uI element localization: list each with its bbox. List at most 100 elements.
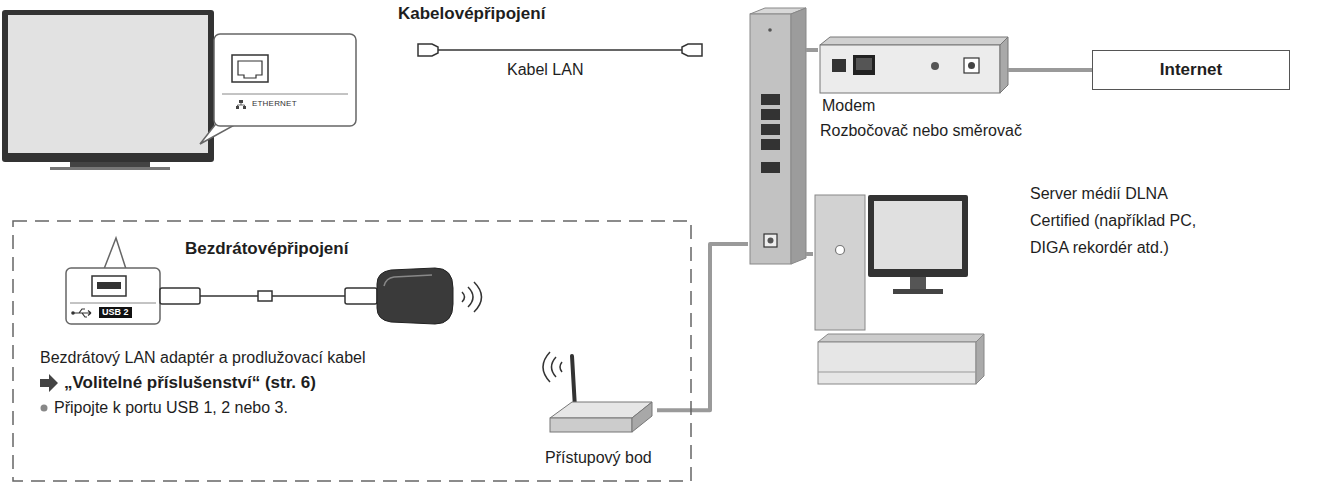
node-label: Server médií DLNA Certified (například P… (1030, 180, 1230, 261)
usb-callout (66, 238, 160, 324)
network-cable (806, 48, 818, 52)
network-cable (806, 252, 813, 256)
modem-part (820, 37, 1008, 45)
dlna-server-devices-part (893, 289, 943, 294)
lan-cable (418, 44, 702, 56)
network-cable (1008, 68, 1092, 72)
wireless-lan-adapter-part (377, 268, 453, 324)
dlna-server-devices-part (818, 342, 976, 384)
hub-router-part (761, 94, 780, 105)
network-cable (657, 244, 748, 410)
hub-router-part (761, 124, 780, 135)
modem-part (968, 62, 975, 69)
dlna-server-devices-part (818, 372, 976, 373)
ethernet-callout-part (214, 34, 356, 126)
lan-cable-part (418, 44, 438, 56)
ethernet-callout-part (238, 61, 262, 78)
tv-set-part (70, 162, 150, 167)
hub-router-part (761, 109, 780, 120)
node-text: „Volitelné příslušenství“ (str. 6) (64, 373, 484, 393)
wireless-lan-adapter-part (258, 291, 272, 301)
ethernet-callout-part (236, 106, 239, 109)
modem-part (832, 59, 846, 72)
wireless-lan-adapter-part (462, 282, 482, 312)
lan-cable-part (438, 49, 682, 51)
access-point-part (632, 402, 652, 432)
hub-router-device: Rozbočovač nebo směrovač (748, 8, 806, 266)
modem-part (931, 62, 939, 70)
reference-arrow (40, 374, 58, 392)
usb-callout-part (97, 282, 121, 289)
usb-callout-part (71, 311, 75, 315)
access-point (543, 352, 652, 432)
bullet-dot (41, 405, 48, 412)
internet-box: Internet (1092, 50, 1290, 90)
dlna-server-devices (815, 195, 984, 384)
wireless-lan-adapter-part (272, 295, 345, 297)
wireless-lan-adapter-part (345, 288, 377, 304)
dlna-server-devices-part (874, 201, 962, 269)
access-point-device: Přístupový bod (545, 350, 657, 436)
ethernet-callout (200, 34, 356, 144)
hub-router-part (761, 162, 780, 173)
hub-router-part (768, 28, 772, 32)
port-name: ETHERNET (252, 99, 297, 109)
usb-callout-part (66, 268, 160, 324)
port-name: USB 2 (99, 307, 132, 318)
node-label: Přístupový bod (545, 448, 685, 468)
cable-label: Kabel LAN (507, 60, 584, 80)
dlna-server-devices-part (815, 195, 865, 330)
tv-set-part (8, 15, 208, 153)
wireless-lan-adapter-part (384, 275, 432, 286)
ethernet-callout-part (232, 55, 268, 82)
hub-router-part (761, 139, 780, 150)
wireless-lan-adapter (160, 268, 482, 324)
hub-router (750, 8, 806, 264)
tv-set (2, 10, 214, 170)
hub-router-part (750, 14, 791, 264)
connection-heading: Kabelovépřipojení (398, 4, 545, 24)
usb-callout-part (92, 276, 126, 296)
dlna-server-devices-part (976, 334, 984, 384)
lan-cable-part (682, 44, 702, 56)
modem-device: Modem (818, 36, 1008, 94)
dlna-server-device: Server médií DLNA Certified (například P… (813, 193, 985, 393)
modem-part (964, 58, 979, 73)
tv-set-part (2, 10, 214, 162)
node-text: Připojte k portu USB 1, 2 nebo 3. (54, 398, 474, 418)
node-label: Bezdrátovépřipojení (185, 239, 445, 259)
node-text: Bezdrátový LAN adaptér a prodlužovací ka… (40, 348, 460, 368)
ethernet-callout-part (222, 94, 348, 95)
hub-router-part (791, 8, 806, 264)
access-point-part (543, 352, 562, 382)
hub-router-part (768, 238, 774, 244)
ethernet-callout-part (238, 103, 245, 106)
wireless-lan-adapter-part (200, 295, 258, 297)
dlna-server-devices-part (818, 334, 984, 342)
wireless-lan-adapter-part (160, 288, 200, 304)
dlna-server-devices-part (910, 277, 926, 289)
modem-part (1000, 37, 1008, 93)
access-point-part (550, 418, 632, 432)
usb-callout-part (104, 238, 126, 269)
ethernet-callout-part (239, 100, 243, 103)
access-point-part (572, 356, 575, 408)
wireless-region: Přístupový bod BezdrátovépřipojeníBezdrát… (12, 220, 692, 482)
node-label: Internet (1160, 60, 1222, 80)
modem-part (853, 55, 875, 75)
dlna-server-devices-part (836, 246, 845, 255)
dashed-border (13, 221, 691, 481)
hub-router-part (764, 234, 777, 247)
usb-callout-part (70, 303, 156, 304)
dlna-server-devices-part (868, 195, 968, 277)
tv-set-part (50, 167, 170, 170)
modem-part (820, 45, 1000, 93)
modem-part (856, 58, 872, 70)
usb-callout-part (73, 309, 91, 317)
modem (820, 37, 1008, 93)
ethernet-callout-part (243, 106, 246, 109)
node-label: Modem (822, 96, 875, 116)
node-label: Rozbočovač nebo směrovač (820, 121, 1060, 141)
